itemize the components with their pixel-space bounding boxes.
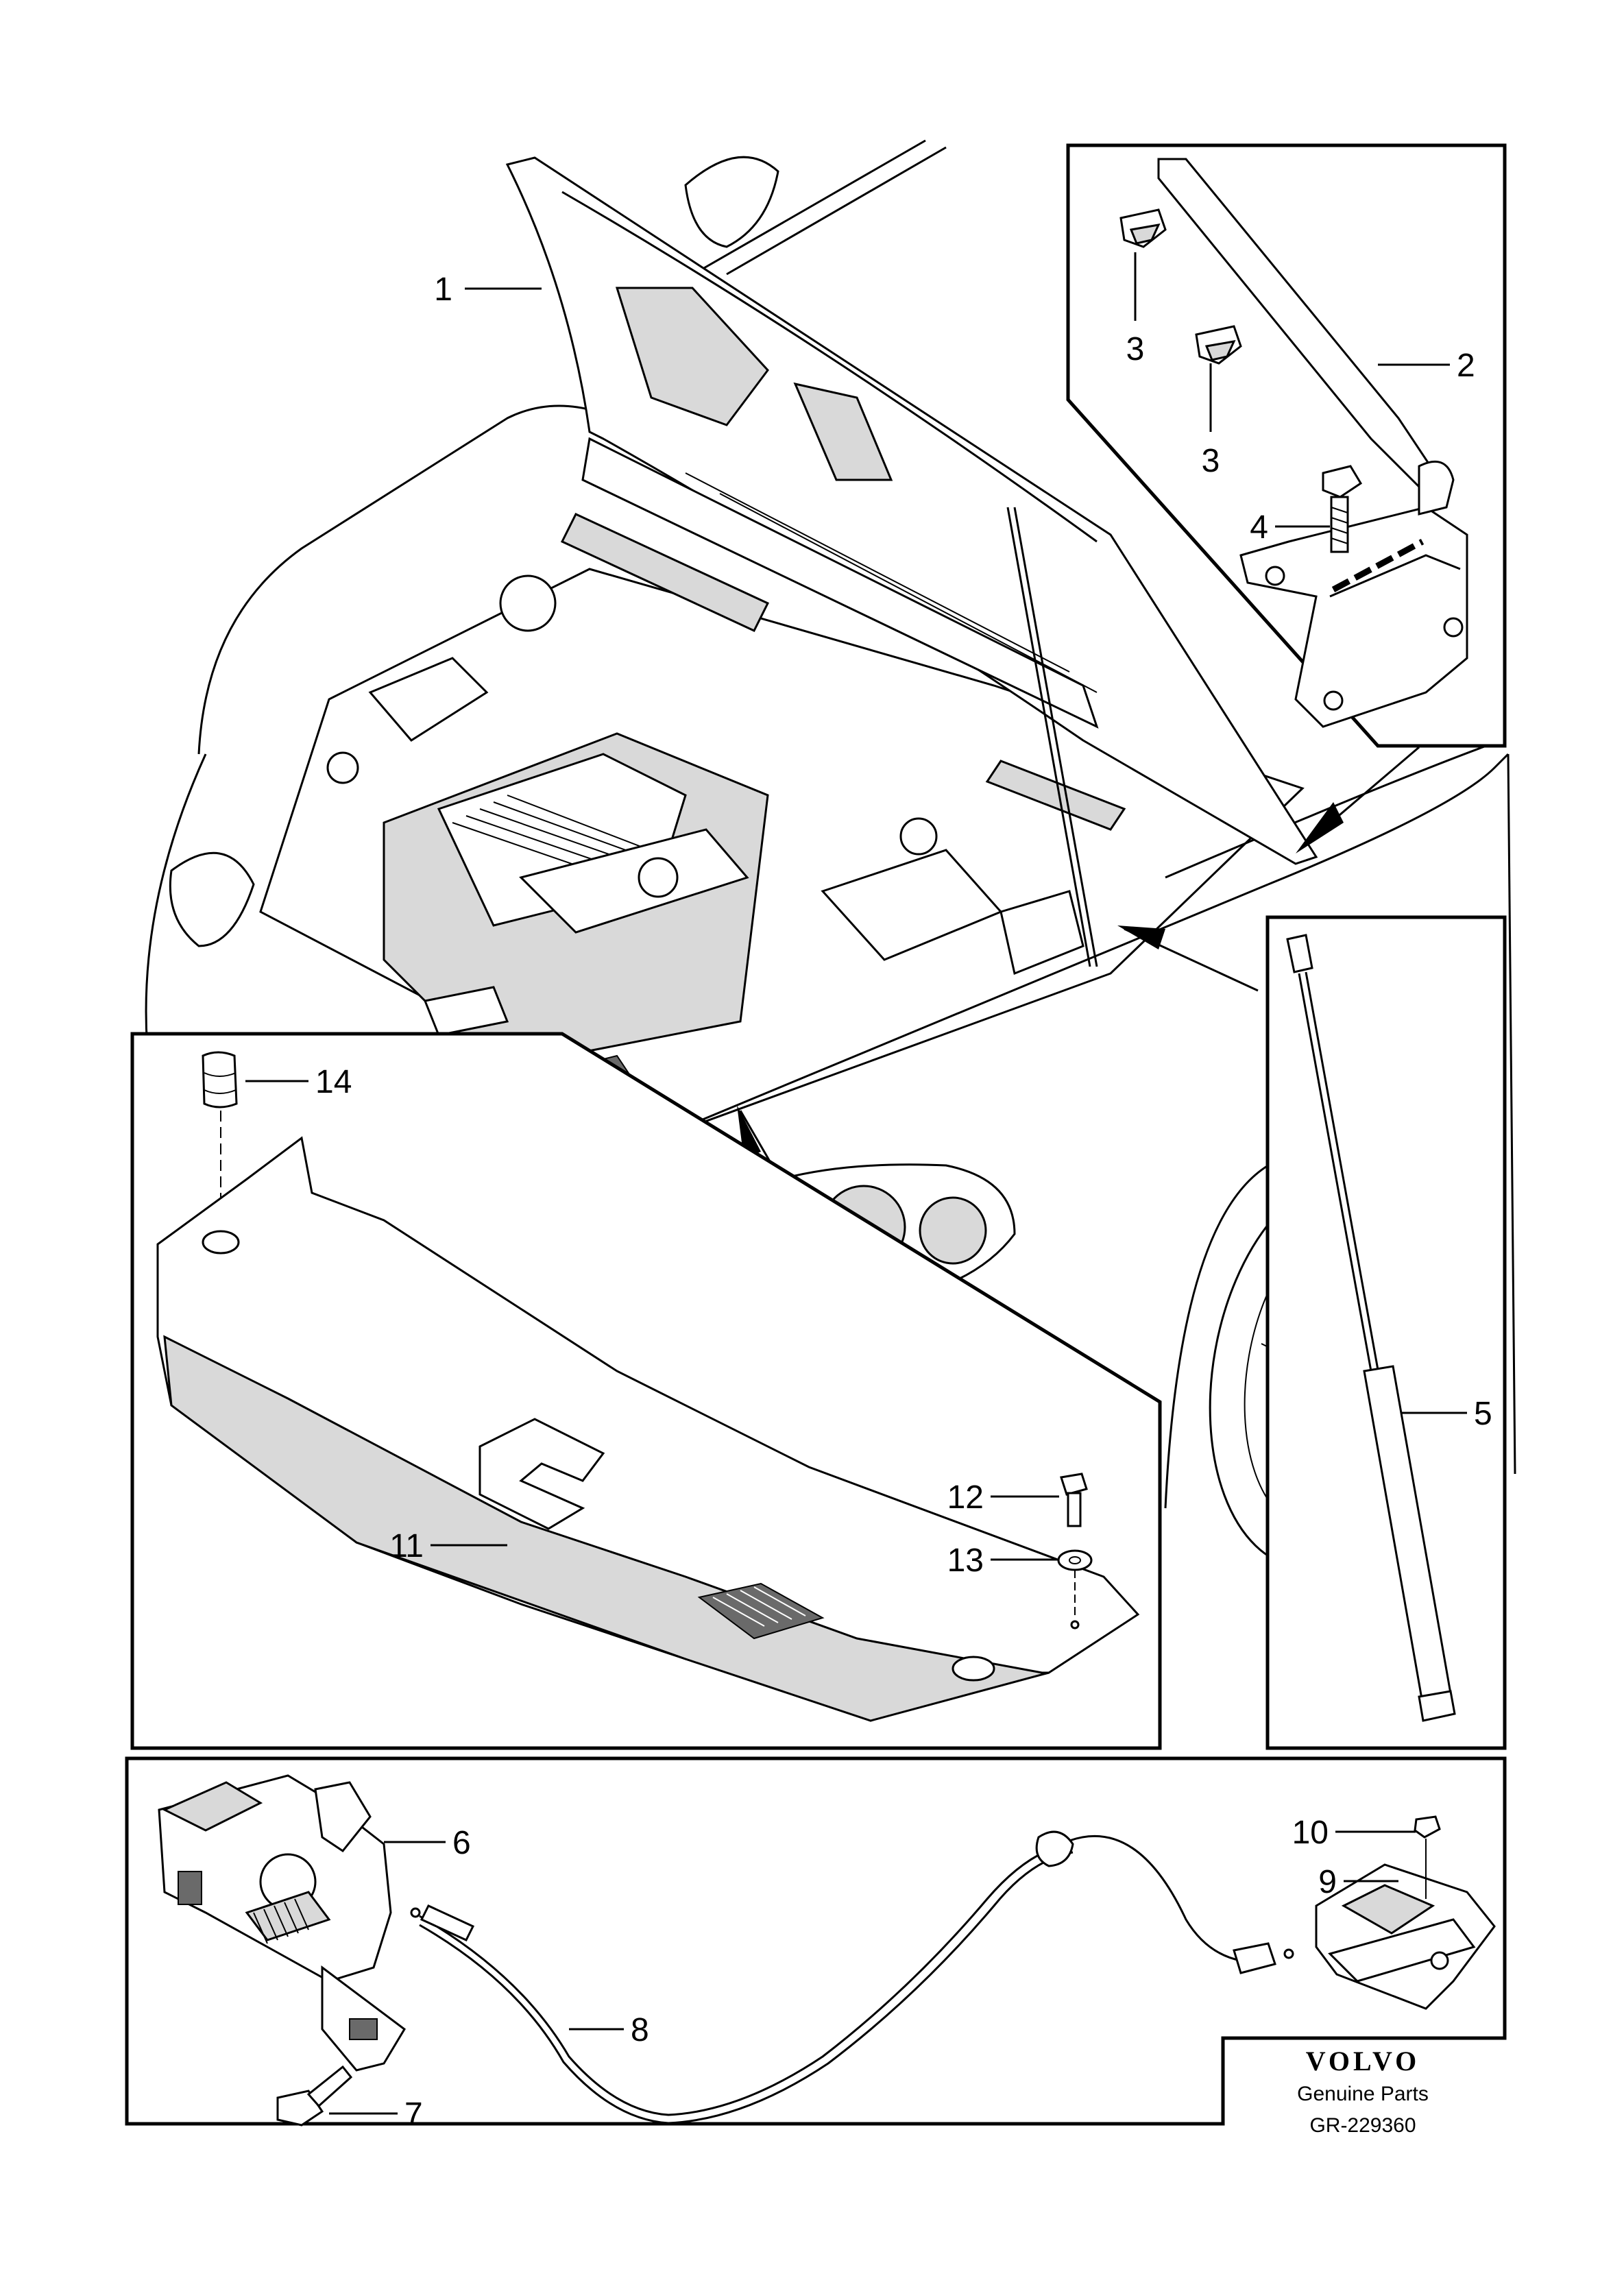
callout-3a: 3 — [1126, 331, 1145, 367]
volvo-logo: VOLVO — [1306, 2046, 1420, 2076]
brand-block: VOLVO Genuine Parts GR-229360 — [1297, 2046, 1429, 2137]
callout-labels: 1 2 3 3 4 5 6 7 8 9 10 11 12 13 14 — [315, 271, 1492, 2133]
callout-3b: 3 — [1202, 443, 1220, 479]
callout-9: 9 — [1318, 1864, 1337, 1900]
inset-hood-hinge — [1066, 143, 1507, 748]
callout-14: 14 — [315, 1064, 352, 1100]
callout-1: 1 — [434, 271, 452, 308]
callout-11: 11 — [389, 1528, 424, 1564]
callout-2: 2 — [1457, 348, 1475, 384]
genuine-parts-caption: Genuine Parts — [1297, 2083, 1429, 2105]
callout-12: 12 — [947, 1479, 984, 1516]
callout-7: 7 — [404, 2096, 423, 2133]
callout-10: 10 — [1292, 1815, 1329, 1851]
callout-5: 5 — [1474, 1396, 1492, 1432]
inset-gas-strut — [1265, 915, 1507, 1750]
callout-8: 8 — [631, 2012, 649, 2048]
callout-13: 13 — [947, 1542, 984, 1579]
leader-lines — [245, 252, 1467, 2115]
callout-6: 6 — [452, 1825, 471, 1861]
drawing-number: GR-229360 — [1309, 2114, 1416, 2137]
callout-4: 4 — [1250, 509, 1268, 546]
inset-hood-latch-cable — [125, 1756, 1507, 2127]
inset-cowl-panel — [130, 1032, 1162, 1750]
